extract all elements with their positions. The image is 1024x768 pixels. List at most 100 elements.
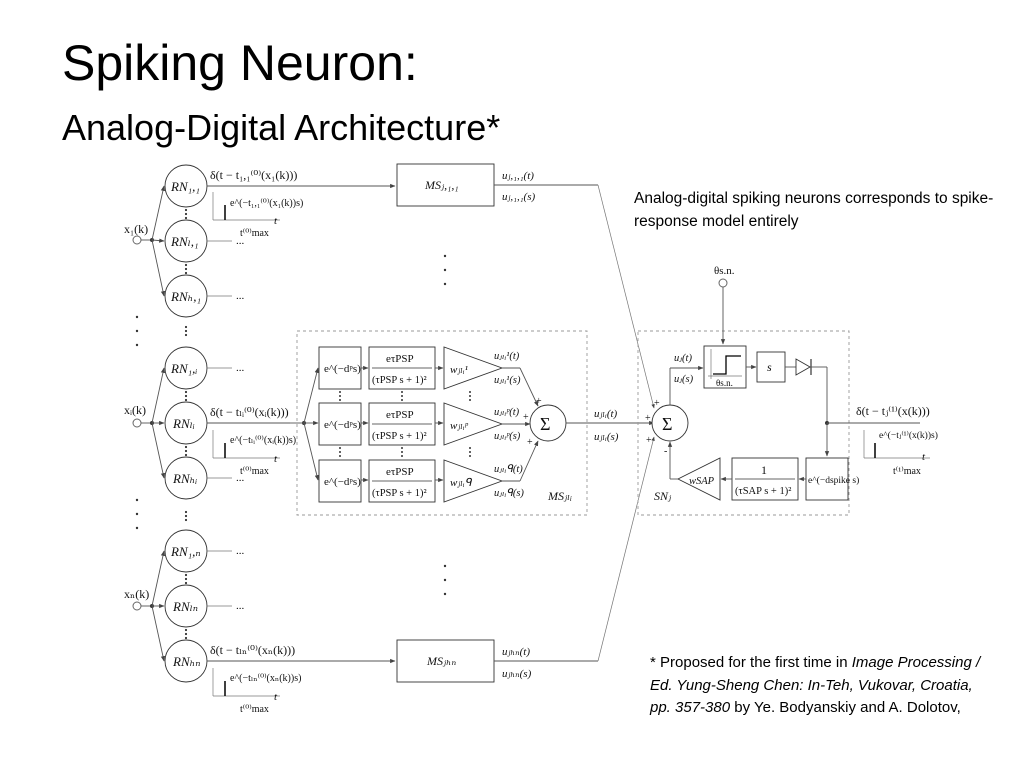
s-block-label: s bbox=[767, 360, 772, 374]
delay-q: e^(−dᵖs) bbox=[324, 476, 361, 488]
rn-out-ellipsis-5: ... bbox=[236, 600, 245, 612]
rn-h-n: RNₕₙ bbox=[172, 654, 201, 669]
sn-out-tmax: t⁽¹⁾max bbox=[893, 466, 921, 477]
threshold-block-label: θs.n. bbox=[716, 378, 733, 388]
footnote: * Proposed for the first time in Image P… bbox=[650, 652, 995, 720]
psp-den-1: (τPSP s + 1)² bbox=[372, 375, 427, 386]
ms-sum-out-s: uⱼₗᵢ(s) bbox=[594, 431, 619, 443]
ms-ellipsis bbox=[443, 254, 447, 596]
out-1-t: uⱼₗᵢ¹(t) bbox=[494, 351, 520, 362]
rn-1-i: RN₁,ᵢ bbox=[170, 361, 197, 376]
t-axis-i: t bbox=[274, 453, 278, 465]
spike-delay: e^(−dspike s) bbox=[808, 475, 859, 486]
psp-num-1: eτPSP bbox=[386, 353, 414, 365]
psp-num-q: eτPSP bbox=[386, 466, 414, 478]
w-sap-label: wSAP bbox=[689, 476, 715, 487]
svg-text:+: + bbox=[654, 398, 660, 409]
rn-l-1: RNₗ,₁ bbox=[170, 234, 199, 249]
ms-bottom-out-s: uⱼₕₙ(s) bbox=[502, 668, 532, 680]
svg-text:+: + bbox=[646, 435, 652, 446]
rn-h-i: RNₕᵢ bbox=[172, 471, 197, 486]
tmax-1: t⁽⁰⁾max bbox=[240, 228, 269, 239]
weight-1: wⱼₗᵢ¹ bbox=[450, 364, 468, 376]
ms-top-label: MSⱼ,₁,₁ bbox=[424, 178, 459, 192]
sap-den: (τSAP s + 1)² bbox=[735, 486, 791, 497]
weight-q: wⱼₗᵢᑫ bbox=[450, 477, 473, 489]
slide-subtitle: Analog-Digital Architecture* bbox=[62, 107, 501, 148]
t-axis-1: t bbox=[274, 215, 278, 227]
exp-label-1: e^(−t₁,₁⁽⁰⁾(x₁(k))s) bbox=[230, 198, 303, 209]
rn-out-ellipsis-1: ... bbox=[236, 290, 245, 302]
footnote-prefix: * Proposed for the first time in bbox=[650, 654, 852, 671]
rn-h-1: RNₕ,₁ bbox=[170, 289, 201, 304]
input-xn: xₙ(k) bbox=[124, 550, 166, 662]
rn-1-n: RN₁,ₙ bbox=[170, 544, 201, 559]
ms-top-out-s: uⱼ,₁,₁(s) bbox=[502, 191, 535, 203]
spike-output-1: δ(t − t₁,₁⁽⁰⁾(x₁(k))) e^(−t₁,₁⁽⁰⁾(x₁(k))… bbox=[207, 168, 396, 239]
ms-detail: MSⱼₗᵢ e^(−dᵖs) eτPSP (τPSP s + 1)² wⱼₗᵢ¹… bbox=[290, 330, 655, 516]
psp-den-p: (τPSP s + 1)² bbox=[372, 431, 427, 442]
svg-text:+: + bbox=[523, 412, 529, 423]
rn-out-ellipsis-4: ... bbox=[236, 545, 245, 557]
receptive-neurons: RN₁,₁ RNₗ,₁ RNₕ,₁ RN₁,ᵢ RNₗᵢ RNₕᵢ RN₁,ₙ … bbox=[164, 164, 208, 683]
spike-output-i: δ(t − tₗᵢ⁽⁰⁾(xᵢ(k))) e^(−tₗᵢ⁽⁰⁾(xᵢ(k))s)… bbox=[207, 405, 296, 477]
rn-out-ellipsis-3: ... bbox=[236, 472, 245, 484]
input-xn-label: xₙ(k) bbox=[124, 587, 149, 601]
ms-bottom-out-t: uⱼₕₙ(t) bbox=[502, 646, 530, 658]
rn-l-n: RNₗₙ bbox=[172, 599, 198, 614]
spike-label-n: δ(t − tₗₙ⁽⁰⁾(xₙ(k))) bbox=[210, 643, 295, 657]
out-q-t: uⱼₗᵢᑫ(t) bbox=[494, 464, 523, 475]
sn-out-exp: e^(−tⱼ⁽¹⁾(x(k))s) bbox=[879, 430, 938, 441]
note-text: Analog-digital spiking neurons correspon… bbox=[634, 190, 994, 230]
input-xi-label: xᵢ(k) bbox=[124, 403, 146, 417]
svg-text:+: + bbox=[536, 396, 542, 407]
delay-p: e^(−dᵖs) bbox=[324, 419, 361, 431]
t-axis-n: t bbox=[274, 691, 278, 703]
theta-input-label: θs.n. bbox=[714, 265, 735, 277]
out-p-t: uⱼₗᵢᵖ(t) bbox=[494, 407, 520, 418]
delay-1: e^(−dᵖs) bbox=[324, 363, 361, 375]
sn-minus: - bbox=[664, 446, 667, 457]
ms-detail-label: MSⱼₗᵢ bbox=[547, 489, 572, 503]
ms-bottom-label: MSⱼₕₙ bbox=[426, 654, 456, 668]
footnote-suffix: by Ye. Bodyanskiy and A. Dolotov, bbox=[730, 699, 961, 716]
svg-text:+: + bbox=[645, 413, 651, 424]
sn-sum-symbol: Σ bbox=[662, 414, 672, 434]
rn-1-1: RN₁,₁ bbox=[170, 179, 200, 194]
input-xi: xᵢ(k) bbox=[124, 367, 166, 479]
sap-num: 1 bbox=[761, 463, 767, 477]
sn-out-t-axis: t bbox=[922, 451, 926, 463]
spike-label-i: δ(t − tₗᵢ⁽⁰⁾(xᵢ(k))) bbox=[210, 405, 289, 419]
rn-dotted-links bbox=[184, 208, 188, 640]
ms-block-top: MSⱼ,₁,₁ uⱼ,₁,₁(t) uⱼ,₁,₁(s) bbox=[396, 163, 655, 409]
sn-u-s: uⱼ(s) bbox=[674, 374, 694, 385]
svg-text:+: + bbox=[527, 437, 533, 448]
rn-ellipsis-outputs: ... ... ... ... ... ... bbox=[207, 235, 245, 612]
rn-out-ellipsis-2: ... bbox=[236, 362, 245, 374]
tmax-i: t⁽⁰⁾max bbox=[240, 466, 269, 477]
rn-l-i: RNₗᵢ bbox=[172, 416, 195, 431]
tmax-n: t⁽⁰⁾max bbox=[240, 704, 269, 715]
ms-top-out-t: uⱼ,₁,₁(t) bbox=[502, 170, 534, 182]
sn-u-t: uⱼ(t) bbox=[674, 353, 692, 364]
spiking-neuron: SNⱼ Σ + + + - θs.n. uⱼ(t) uⱼ(s) θs.n. s bbox=[637, 265, 938, 516]
exp-label-n: e^(−tₗₙ⁽⁰⁾(xₙ(k))s) bbox=[230, 673, 301, 684]
psp-den-q: (τPSP s + 1)² bbox=[372, 488, 427, 499]
exp-label-i: e^(−tₗᵢ⁽⁰⁾(xᵢ(k))s) bbox=[230, 435, 296, 446]
ms-block-bottom: MSⱼₕₙ uⱼₕₙ(t) uⱼₕₙ(s) bbox=[396, 436, 655, 683]
footnote-citation: Image Processing / Ed. Yung-Sheng Chen: … bbox=[650, 654, 981, 716]
ms-sum-symbol: Σ bbox=[540, 414, 550, 434]
ms-sum-out-t: uⱼₗᵢ(t) bbox=[594, 408, 618, 420]
out-q-s: uⱼₗᵢᑫ(s) bbox=[494, 488, 524, 499]
spike-label-1: δ(t − t₁,₁⁽⁰⁾(x₁(k))) bbox=[210, 168, 297, 182]
sn-out-spike: δ(t − tⱼ⁽¹⁾(x(k))) bbox=[856, 404, 930, 418]
input-x1-label: x₁(k) bbox=[124, 222, 148, 236]
input-x1: x₁(k) bbox=[124, 185, 166, 297]
out-1-s: uⱼₗᵢ¹(s) bbox=[494, 375, 521, 386]
rn-out-ellipsis-6: ... bbox=[236, 235, 245, 247]
input-ellipsis bbox=[135, 315, 139, 530]
weight-p: wⱼₗᵢᵖ bbox=[450, 420, 469, 432]
psp-num-p: eτPSP bbox=[386, 409, 414, 421]
spike-output-n: δ(t − tₗₙ⁽⁰⁾(xₙ(k))) e^(−tₗₙ⁽⁰⁾(xₙ(k))s)… bbox=[207, 643, 396, 715]
